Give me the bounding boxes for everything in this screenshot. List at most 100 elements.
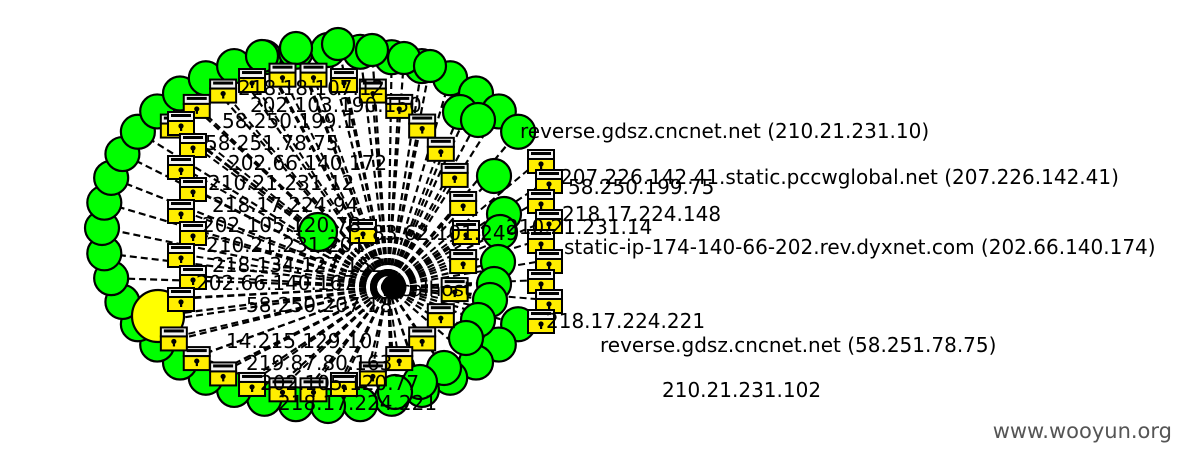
lock-icon-right-6[interactable] bbox=[527, 269, 555, 294]
lock-icon-left-0[interactable] bbox=[167, 111, 195, 136]
lock-icon-center[interactable] bbox=[349, 219, 377, 244]
node-label-9: 218.17.224.221 bbox=[546, 309, 705, 333]
lock-icon-12[interactable] bbox=[182, 346, 211, 372]
lock-icon-1[interactable] bbox=[449, 249, 478, 275]
edge-lock-icon-left-0 bbox=[179, 121, 389, 288]
inner-label-8: 210.21.231.201 bbox=[206, 233, 365, 257]
edge-host-node-outer-22 bbox=[101, 226, 389, 289]
edge-host-node-top-2 bbox=[336, 43, 390, 288]
host-node-inner[interactable] bbox=[297, 211, 339, 253]
edge-host-node-right-12 bbox=[386, 286, 397, 393]
localhost-label: localhost bbox=[382, 277, 472, 301]
inner-label-3: 58.251.78.75 bbox=[205, 131, 339, 155]
inner-label-11: 58.250.207.18 bbox=[246, 293, 392, 317]
host-node-top-1[interactable] bbox=[278, 30, 314, 66]
lock-icon-0[interactable] bbox=[452, 220, 480, 245]
host-node-top-2[interactable] bbox=[320, 26, 356, 62]
node-label-6: 210.21.231.102 bbox=[662, 378, 821, 402]
edge-host-node-right-5 bbox=[387, 260, 499, 289]
lock-icon-left-2[interactable] bbox=[167, 155, 195, 180]
lock-icon-left-1[interactable] bbox=[179, 133, 207, 158]
host-node-right-9[interactable] bbox=[447, 319, 485, 357]
edge-host-node-top-1 bbox=[294, 47, 390, 288]
edge-host-node-outer-30 bbox=[233, 65, 389, 288]
host-node-outer-40[interactable] bbox=[500, 113, 537, 150]
node-label-3: 210.21.231.14 bbox=[506, 215, 652, 239]
inner-label-0: 218.18.107.12 bbox=[238, 76, 384, 100]
inner-label-7: 202.105.120.78 bbox=[202, 213, 361, 237]
lock-icon-23[interactable] bbox=[209, 78, 238, 104]
edge-lock-icon-left-8 bbox=[179, 286, 389, 299]
lock-icon-13[interactable] bbox=[159, 326, 188, 352]
edge-lock-icon-26 bbox=[311, 73, 389, 288]
edge-lock-icon-23 bbox=[221, 88, 389, 288]
graph-labels: 218.18.107.12202.103.190.15058.250.199.1… bbox=[196, 76, 1156, 415]
lock-icon-left-4[interactable] bbox=[167, 199, 195, 224]
lock-icon-25[interactable] bbox=[268, 62, 297, 88]
host-node-top-5[interactable] bbox=[412, 48, 448, 84]
node-label-5: reverse.gdsz.cncnet.net (58.251.78.75) bbox=[600, 333, 996, 357]
node-label-8: 58.250.199.75 bbox=[568, 175, 714, 199]
node-label-2: 218.17.224.148 bbox=[562, 202, 721, 226]
edge-host-node-outer-39 bbox=[387, 110, 500, 288]
lock-icon-30[interactable] bbox=[408, 113, 437, 139]
lock-icon-8[interactable] bbox=[299, 377, 328, 403]
lock-icon-left-8[interactable] bbox=[167, 287, 195, 312]
edge-lock-icon-22 bbox=[195, 104, 389, 288]
lock-icon-10[interactable] bbox=[238, 371, 267, 397]
lock-icon-6[interactable] bbox=[358, 361, 387, 387]
edge-lock-icon-7 bbox=[342, 286, 389, 384]
lock-icon-9[interactable] bbox=[268, 377, 297, 403]
inner-label-10: 202.66.140.167 bbox=[196, 271, 355, 295]
inner-label-4: 202.66.140.172 bbox=[228, 151, 387, 175]
edge-lock-icon-31 bbox=[387, 147, 441, 288]
localhost-node[interactable] bbox=[381, 274, 407, 300]
inner-label-5: 210.21.231.12 bbox=[208, 171, 354, 195]
edge-host-node-outer-21 bbox=[104, 252, 389, 289]
node-label-1: 207.226.142.41.static.pccwglobal.net (20… bbox=[560, 165, 1119, 189]
edge-lock-icon-29 bbox=[387, 104, 400, 288]
lock-icon-27[interactable] bbox=[329, 68, 358, 94]
lock-icon-26[interactable] bbox=[299, 62, 328, 88]
lock-icon-32[interactable] bbox=[440, 162, 469, 188]
lock-icon-31[interactable] bbox=[426, 136, 455, 162]
edge-lock-icon-left-4 bbox=[179, 209, 389, 288]
edge-lock-icon-28 bbox=[370, 89, 389, 288]
lock-icon-29[interactable] bbox=[385, 93, 414, 119]
lock-icon-right-8[interactable] bbox=[527, 309, 555, 334]
edge-lock-icon-24 bbox=[250, 78, 389, 288]
host-node-top-3[interactable] bbox=[354, 32, 390, 68]
lock-icon-11[interactable] bbox=[209, 361, 238, 387]
lock-icon-24[interactable] bbox=[238, 68, 267, 94]
lock-icon-2[interactable] bbox=[440, 277, 469, 303]
edge-host-node-right-4 bbox=[387, 231, 501, 288]
node-label-0: reverse.gdsz.cncnet.net (210.21.231.10) bbox=[520, 119, 929, 143]
lock-icon-left-3[interactable] bbox=[179, 177, 207, 202]
lock-icon-5[interactable] bbox=[385, 346, 414, 372]
lock-icon-33[interactable] bbox=[449, 190, 478, 216]
edge-lock-icon-10 bbox=[250, 286, 389, 384]
edge-lock-icon-8 bbox=[311, 286, 389, 389]
lock-icon-left-5[interactable] bbox=[179, 221, 207, 246]
lock-icon-3[interactable] bbox=[426, 303, 455, 329]
host-node-right-1[interactable] bbox=[459, 101, 497, 139]
edge-lock-icon-6 bbox=[370, 286, 389, 373]
host-node-right-2[interactable] bbox=[475, 157, 513, 195]
edge-lock-icon-right-8 bbox=[387, 286, 541, 321]
node-label-4: static-ip-174-140-66-202.rev.dyxnet.com … bbox=[564, 235, 1156, 259]
edge-lock-icon-left-5 bbox=[191, 231, 389, 288]
lock-icon-28[interactable] bbox=[358, 78, 387, 104]
edge-lock-icon-left-6 bbox=[179, 253, 389, 288]
inner-label-12: 14.215.129.10 bbox=[226, 329, 372, 353]
inner-label-15: 218.17.224.221 bbox=[278, 391, 437, 415]
graph-nodes bbox=[83, 26, 563, 425]
lock-icon-7[interactable] bbox=[329, 371, 358, 397]
edge-lock-icon-11 bbox=[221, 286, 389, 374]
lock-icon-4[interactable] bbox=[408, 326, 437, 352]
edge-server-node bbox=[157, 285, 389, 318]
edge-lock-icon-right-1 bbox=[387, 179, 549, 288]
lock-icon-left-6[interactable] bbox=[167, 243, 195, 268]
edge-lock-icon-right-3 bbox=[387, 219, 549, 288]
edge-host-node-outer-20 bbox=[111, 277, 389, 289]
